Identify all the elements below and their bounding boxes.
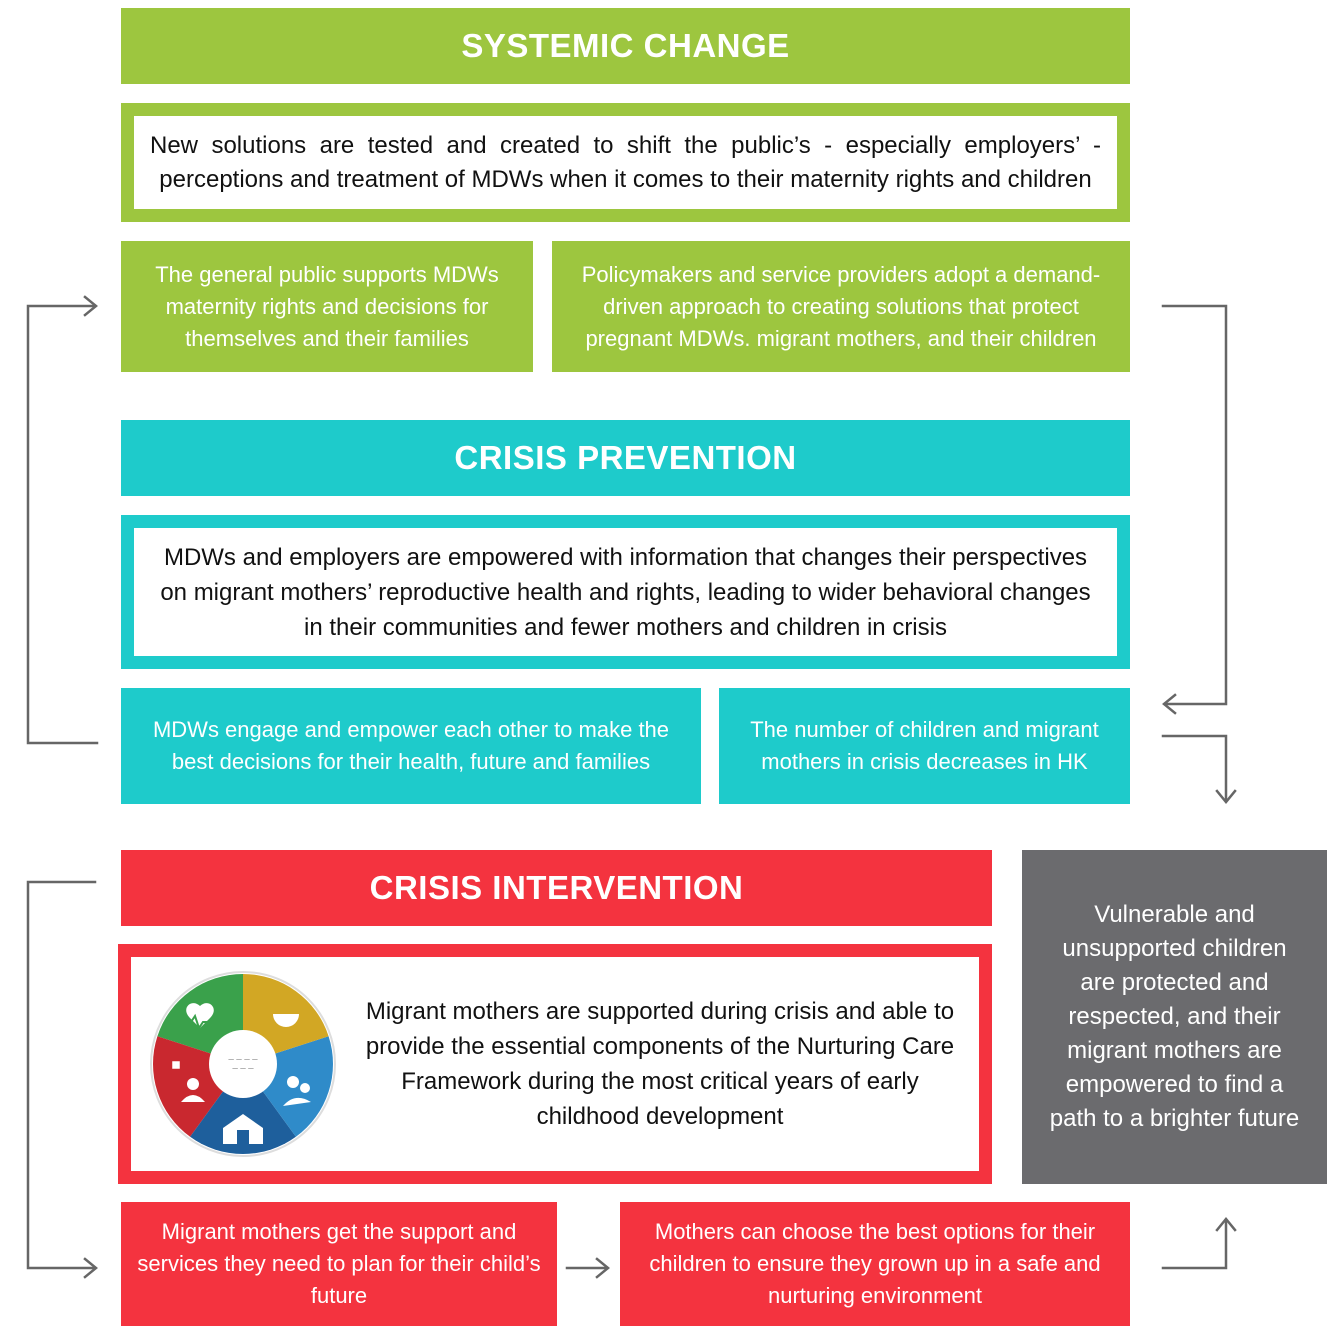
up-arrow-to-outcome xyxy=(1161,1218,1228,1270)
crisis-prevention-goal-frame: MDWs and employers are empowered with in… xyxy=(121,515,1130,669)
prevention-sub-right-text: The number of children and migrant mothe… xyxy=(750,717,1099,774)
systemic-sub-outcome-public: The general public supports MDWs materni… xyxy=(121,241,533,372)
long-term-outcome-text: Vulnerable and unsupported children are … xyxy=(1049,901,1300,1132)
prevention-sub-outcome-engage: MDWs engage and empower each other to ma… xyxy=(121,688,701,804)
crisis-intervention-goal-text: Migrant mothers are supported during cri… xyxy=(365,998,955,1130)
right-feedback-arrow-top xyxy=(1161,304,1228,706)
systemic-sub-left-text: The general public supports MDWs materni… xyxy=(155,261,499,351)
crisis-intervention-goal-text-wrap: Migrant mothers are supported during cri… xyxy=(341,994,959,1134)
svg-text:— — — —: — — — — xyxy=(228,1056,258,1063)
crisis-prevention-goal-text: MDWs and employers are empowered with in… xyxy=(160,543,1091,641)
down-arrow-to-outcome xyxy=(1161,734,1228,803)
crisis-intervention-title: CRISIS INTERVENTION xyxy=(369,869,744,906)
systemic-change-goal-text: New solutions are tested and created to … xyxy=(150,131,1101,193)
crisis-intervention-goal-frame: — — — — — — — Migrant mothers are suppor… xyxy=(118,944,992,1184)
svg-text:— — —: — — — xyxy=(232,1065,254,1072)
prevention-sub-left-text: MDWs engage and empower each other to ma… xyxy=(152,717,670,774)
intervention-sub-left-text: Migrant mothers get the support and serv… xyxy=(137,1219,541,1308)
crisis-prevention-title: CRISIS PREVENTION xyxy=(454,439,797,476)
left-feedback-arrow-top xyxy=(26,304,99,745)
systemic-change-goal: New solutions are tested and created to … xyxy=(134,116,1117,209)
systemic-change-title: SYSTEMIC CHANGE xyxy=(461,27,790,64)
nurturing-care-framework-logo: — — — — — — — xyxy=(150,971,336,1157)
crisis-prevention-header: CRISIS PREVENTION xyxy=(121,420,1130,496)
systemic-sub-outcome-policymakers: Policymakers and service providers adopt… xyxy=(552,241,1130,372)
prevention-sub-outcome-decrease: The number of children and migrant mothe… xyxy=(719,688,1130,804)
intervention-sub-outcome-support: Migrant mothers get the support and serv… xyxy=(121,1202,557,1326)
intervention-sub-outcome-choose: Mothers can choose the best options for … xyxy=(620,1202,1130,1326)
systemic-change-header: SYSTEMIC CHANGE xyxy=(121,8,1130,84)
systemic-sub-right-text: Policymakers and service providers adopt… xyxy=(581,261,1101,351)
long-term-outcome-box: Vulnerable and unsupported children are … xyxy=(1022,850,1327,1184)
left-intervention-arrow xyxy=(26,880,97,1270)
systemic-change-goal-frame: New solutions are tested and created to … xyxy=(121,103,1130,222)
crisis-intervention-goal: — — — — — — — Migrant mothers are suppor… xyxy=(131,957,979,1171)
crisis-intervention-header: CRISIS INTERVENTION xyxy=(121,850,992,926)
crisis-prevention-goal: MDWs and employers are empowered with in… xyxy=(134,528,1117,656)
intervention-sub-right-text: Mothers can choose the best options for … xyxy=(649,1219,1101,1308)
